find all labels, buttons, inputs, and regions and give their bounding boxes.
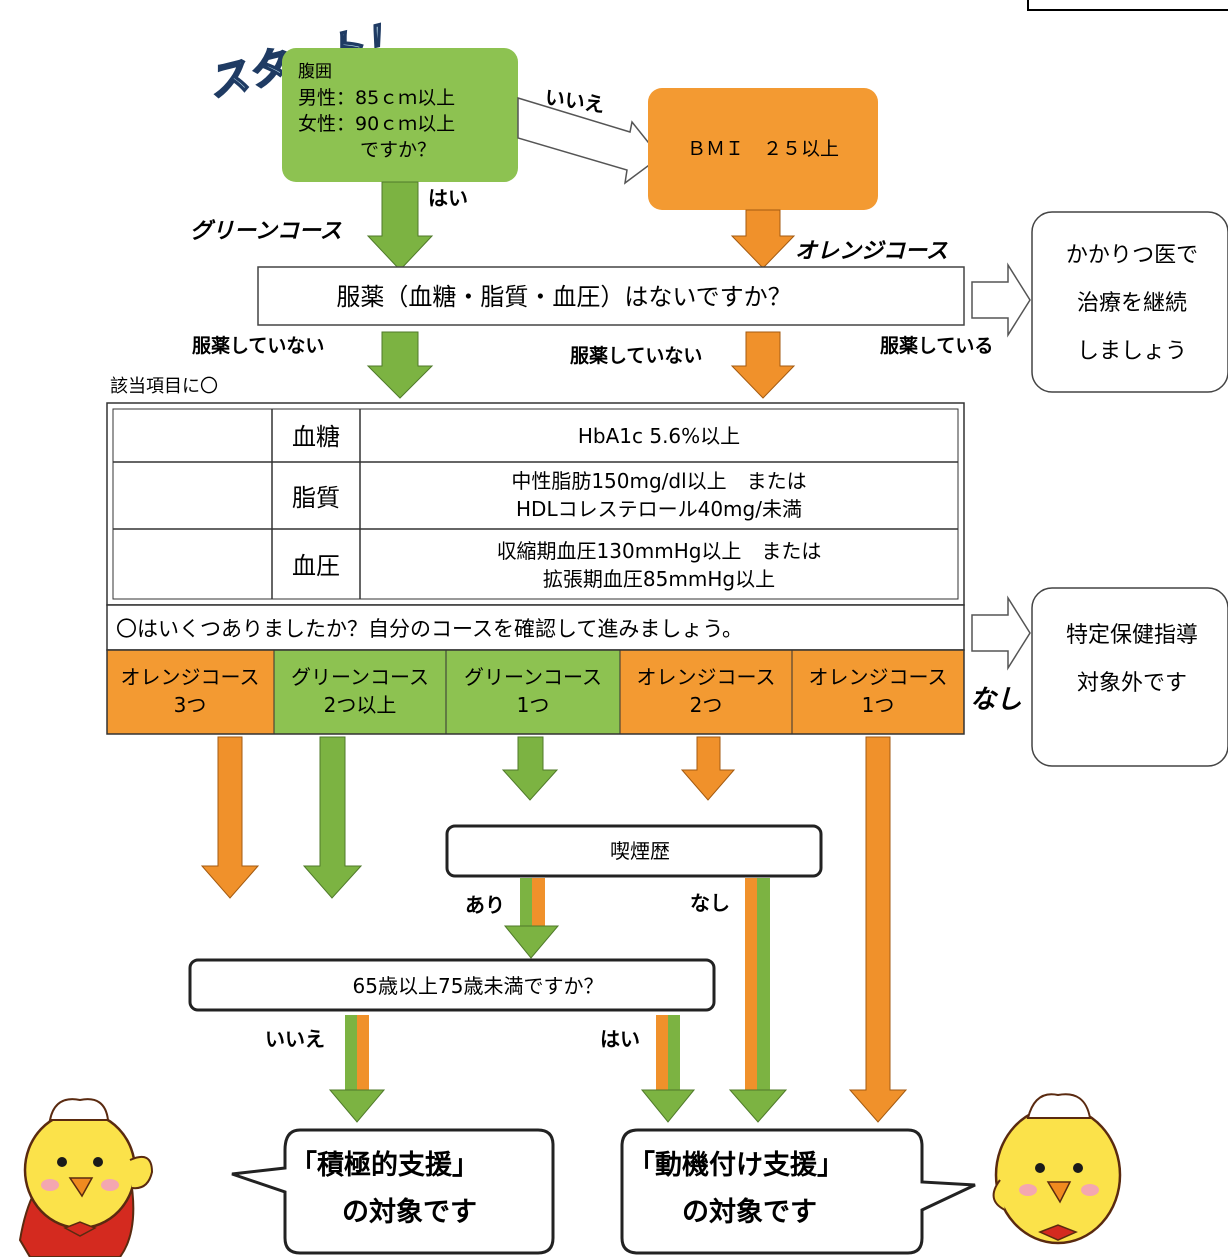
course-cell-4 [620,650,792,734]
arrow-iie-bottom [328,1089,386,1123]
count-question: 〇はいくつありましたか？自分のコースを確認して進みましょう。 [116,617,743,641]
arrow-course-3 [501,736,559,801]
count-question-box [106,604,965,651]
age-question: 65歳以上75歳未満ですか？ [353,974,604,998]
green-arrow-1 [366,181,434,271]
course-2-count: 2つ以上 [324,693,397,717]
label-ari: あり [465,893,505,917]
arrow-course-5 [848,736,908,1123]
course-3-name: グリーンコース [464,665,602,689]
check-label: 該当項目に〇 [110,376,218,397]
age-question-box [188,958,716,1012]
risk-table [106,402,965,606]
label-not-medicated-left: 服薬していない [192,334,324,357]
course-5-count: 1つ [862,693,895,717]
bmi-label: ＢＭＩ ２５以上 [687,138,839,160]
course-1-count: 3つ [174,693,207,717]
course-1-name: オレンジコース [121,665,260,689]
exempt-line2: 対象外です [1077,671,1187,696]
waist-title: 腹囲 [298,62,332,82]
waist-question: ですか？ [360,139,436,161]
result-motivation-line1: 「動機付け支援」 [628,1149,844,1181]
chick-mascot-left [18,1098,154,1257]
risk-category-glucose: 血糖 [292,423,340,451]
label-hai-top: はい [428,186,468,210]
arrow-hai-bottom [640,1089,696,1123]
label-nashi-smoke: なし [690,891,730,915]
green-arrow-2 [366,331,434,399]
label-green-course: グリーンコース [190,219,342,244]
course-4-name: オレンジコース [637,665,776,689]
smoking-label: 喫煙歴 [610,839,670,863]
result-motivation-line2: の対象です [682,1196,817,1228]
arrow-nashi-smoke [728,1089,788,1123]
smoking-box [445,824,823,878]
doctor-line2: 治療を継続 [1077,291,1187,316]
chick-mascot-right [992,1093,1122,1245]
course-5-name: オレンジコース [809,665,948,689]
exempt-box [1031,587,1228,767]
label-not-medicated-right: 服薬していない [570,344,702,367]
risk-criteria-glucose: HbA1c 5.6%以上 [578,424,740,448]
risk-category-bp: 血圧 [292,552,340,580]
result-active-bubble [231,1128,555,1255]
course-cell-3 [446,650,620,734]
course-cell-2 [274,650,446,734]
medicated-arrow-hollow [971,262,1031,338]
medication-box [257,266,965,326]
doctor-line1: かかりつ医で [1066,243,1198,268]
arrow-course-2 [302,736,363,899]
result-active-line1: 「積極的支援」 [290,1149,479,1181]
label-nashi-mid: なし [970,685,1022,715]
arrow-course-4 [680,736,736,801]
risk-criteria-bp-2: 拡張期血圧85mmHg以上 [543,567,775,591]
exempt-line1: 特定保健指導 [1066,623,1198,648]
label-medicated: 服薬している [880,334,993,357]
no-arrow-hollow [517,96,662,185]
orange-arrow-2 [730,331,796,399]
result-active-line2: の対象です [342,1196,477,1228]
arrow-ari [503,925,560,959]
corner-frame [1027,0,1228,11]
medication-question: 服薬（血糖・脂質・血圧）はないですか？ [336,283,791,311]
waist-box [282,48,518,182]
label-hai-bottom: はい [600,1027,640,1051]
label-iie-bottom: いいえ [265,1027,325,1051]
course-3-count: 1つ [517,693,550,717]
risk-category-lipid: 脂質 [292,484,340,512]
course-4-count: 2つ [690,693,723,717]
doctor-line3: しましょう [1077,339,1187,364]
arrow-course-1 [200,736,260,899]
course-2-name: グリーンコース [291,665,429,689]
risk-criteria-bp-1: 収縮期血圧130mmHg以上 または [497,539,822,563]
none-arrow-hollow [971,595,1031,671]
waist-female: 女性：90ｃｍ以上 [298,113,455,135]
bmi-box [648,88,878,210]
risk-criteria-lipid-2: HDLコレステロール40mg/未満 [516,497,802,521]
orange-arrow-1 [730,209,796,269]
course-cell-1 [107,650,274,734]
risk-criteria-lipid-1: 中性脂肪150mg/dl以上 または [511,469,806,493]
course-cell-5 [792,650,964,734]
doctor-box [1031,211,1228,393]
result-motivation-bubble [620,1128,976,1255]
label-orange-course: オレンジコース [795,239,948,264]
waist-male: 男性：85ｃｍ以上 [298,87,455,109]
